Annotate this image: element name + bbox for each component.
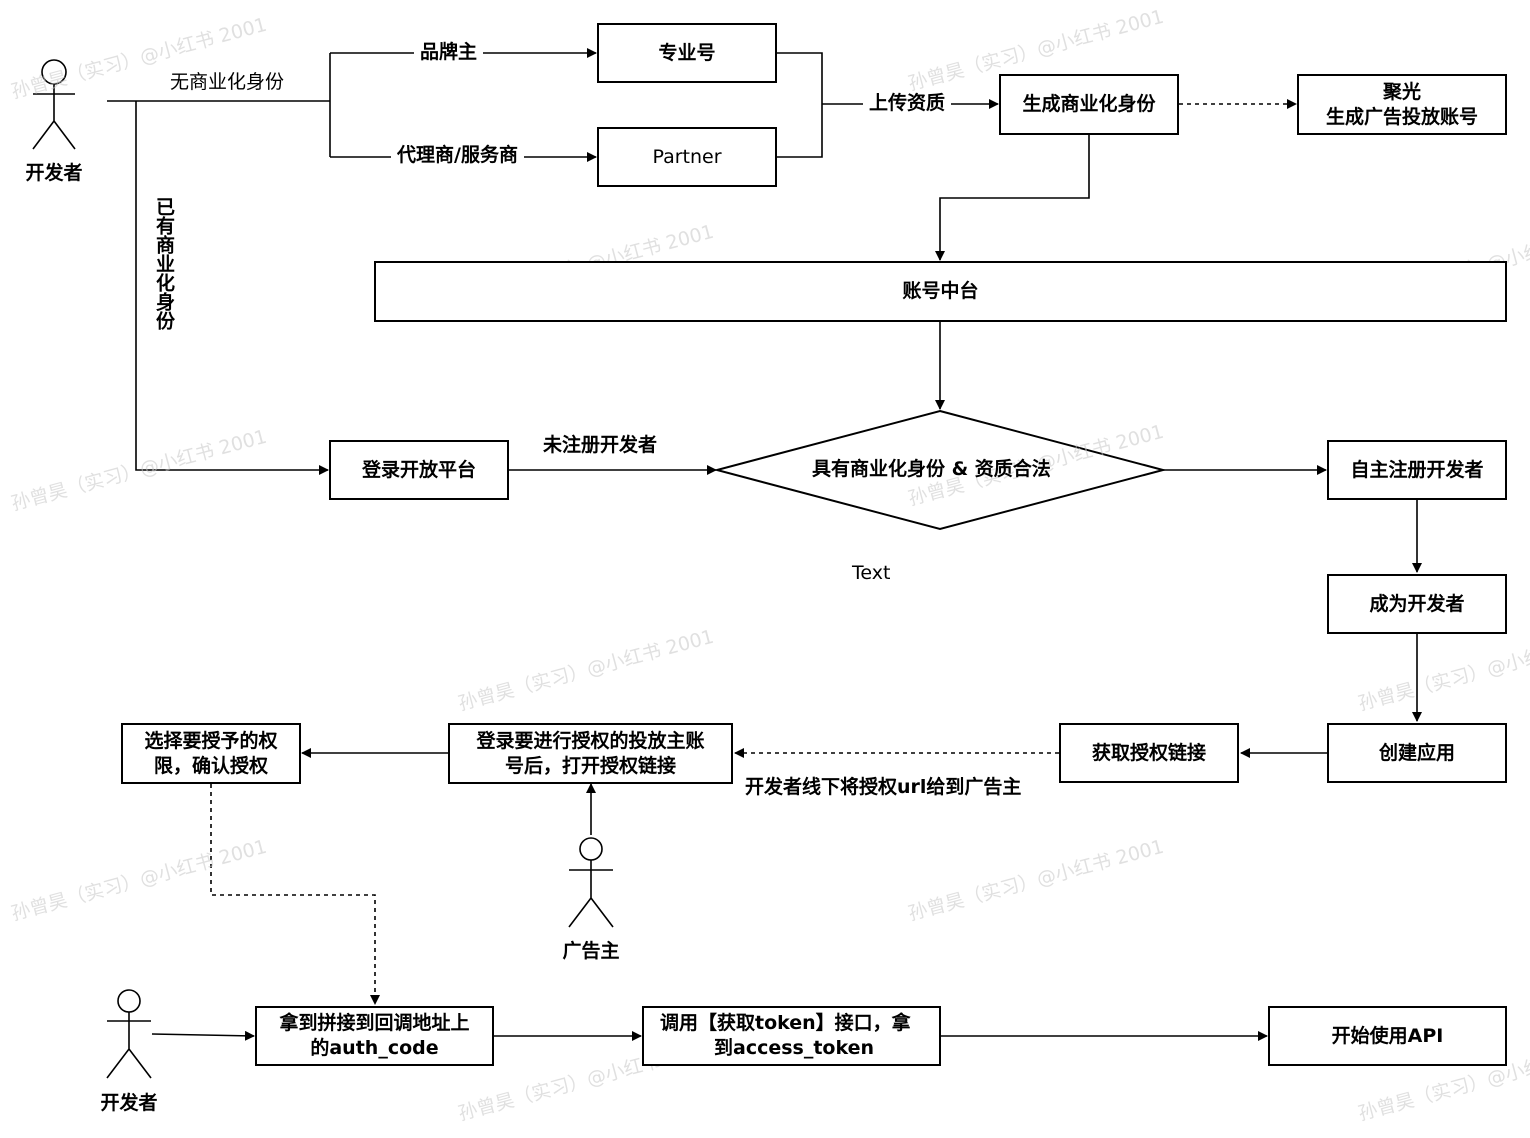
label-unregistered: 未注册开发者 xyxy=(543,434,658,457)
node-login-open-link-line2: 号后，打开授权链接 xyxy=(504,754,676,777)
node-select-permissions: 选择要授予的权 限，确认授权 xyxy=(121,723,301,784)
node-call-token-api-line2: 到access_token xyxy=(714,1037,875,1059)
node-self-register: 自主注册开发者 xyxy=(1327,440,1507,500)
node-get-auth-code: 拿到拼接到回调地址上 的auth_code xyxy=(255,1006,494,1066)
actor-developer-top-label: 开发者 xyxy=(25,162,83,184)
node-get-auth-code-line2: 的auth_code xyxy=(310,1037,439,1059)
actor-developer-bottom-label: 开发者 xyxy=(100,1092,158,1114)
label-agency: 代理商/服务商 xyxy=(391,144,524,167)
label-brand: 品牌主 xyxy=(414,41,484,64)
node-decision: 具有商业化身份 & 资质合法 xyxy=(812,458,1051,480)
node-account-center: 账号中台 xyxy=(374,261,1507,322)
node-create-app: 创建应用 xyxy=(1327,723,1507,783)
label-no-identity: 无商业化身份 xyxy=(170,71,285,93)
node-become-developer: 成为开发者 xyxy=(1327,574,1507,634)
node-login-open-link: 登录要进行授权的投放主账 号后，打开授权链接 xyxy=(448,723,733,784)
node-select-permissions-line1: 选择要授予的权 xyxy=(144,729,278,752)
node-generate-identity: 生成商业化身份 xyxy=(999,74,1179,135)
actor-advertiser-label: 广告主 xyxy=(562,940,620,962)
stick-figure-advertiser xyxy=(568,837,614,928)
label-has-identity: 已有商业化身份 xyxy=(153,197,175,330)
node-juguang: 聚光 生成广告投放账号 xyxy=(1297,74,1507,135)
edge-identity-account xyxy=(935,134,1090,261)
node-juguang-line1: 聚光 xyxy=(1382,80,1421,103)
node-call-token-api: 调用【获取token】接口，拿 到access_token xyxy=(642,1006,941,1066)
stick-figure-developer-bottom xyxy=(106,989,152,1079)
node-call-token-api-line1: 调用【获取token】接口，拿 xyxy=(660,1012,911,1035)
node-juguang-line2: 生成广告投放账号 xyxy=(1325,105,1478,128)
edge-has-identity xyxy=(135,101,329,475)
stray-text: Text xyxy=(852,562,891,584)
node-partner: Partner xyxy=(597,127,777,187)
node-get-auth-code-line1: 拿到拼接到回调地址上 xyxy=(279,1012,470,1035)
node-login-open-link-line1: 登录要进行授权的投放主账 xyxy=(476,729,705,752)
node-select-permissions-line2: 限，确认授权 xyxy=(153,754,268,777)
edge-select-authcode xyxy=(210,784,380,1005)
label-offline-send: 开发者线下将授权url给到广告主 xyxy=(745,776,1022,799)
node-get-auth-link: 获取授权链接 xyxy=(1059,723,1239,783)
node-professional: 专业号 xyxy=(597,23,777,83)
stick-figure-developer-top xyxy=(32,59,76,150)
edge-professional-merge xyxy=(777,52,823,158)
edge-developer-authcode xyxy=(151,1030,255,1041)
node-login-platform: 登录开放平台 xyxy=(329,440,509,500)
node-start-api: 开始使用API xyxy=(1268,1006,1507,1066)
decision-diamond-shape xyxy=(713,409,1167,531)
label-upload: 上传资质 xyxy=(863,92,952,115)
